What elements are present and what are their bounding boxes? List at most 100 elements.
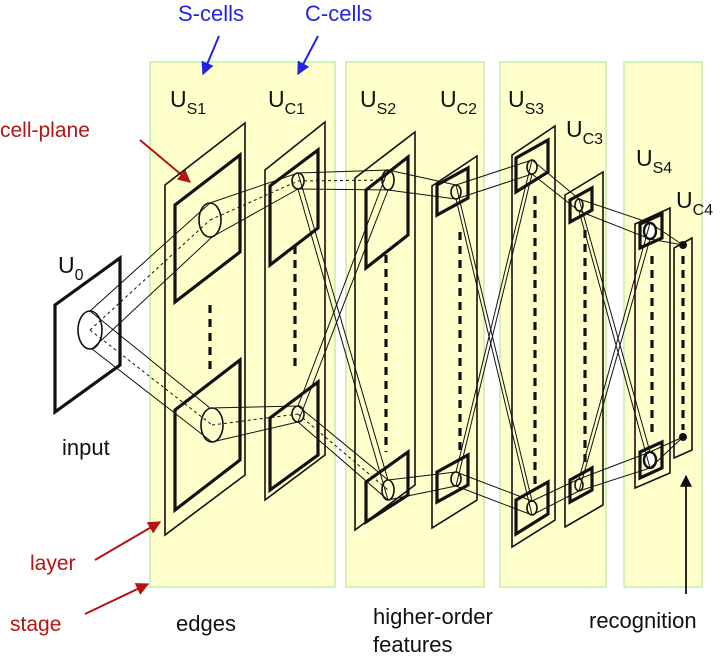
- label-uc2: UC2: [440, 86, 477, 118]
- stage-4-box: [623, 61, 703, 588]
- input-caption: input: [62, 435, 110, 460]
- connection-line: [531, 478, 580, 502]
- connection-line: [455, 471, 533, 502]
- connection-center-line: [297, 413, 389, 491]
- label-uc1: UC1: [268, 86, 305, 118]
- connection-line: [209, 172, 299, 204]
- layer-arrow: [94, 521, 162, 561]
- connections-uc2-us3: [455, 159, 533, 516]
- label-uc4: UC4: [676, 187, 713, 219]
- cell-plane-top: [173, 151, 242, 306]
- cell-plane-top: [568, 185, 594, 225]
- connections-us1-uc1: [209, 172, 299, 443]
- connection-line: [455, 198, 533, 516]
- cell-plane-top: [364, 153, 410, 272]
- cell-plane-top: [638, 211, 664, 251]
- connection-line: [578, 210, 651, 469]
- c-cells-annotation: C-cells: [305, 1, 372, 26]
- connection-line: [455, 159, 533, 473]
- label-uc3: UC3: [566, 116, 603, 148]
- connections-us2-uc2: [387, 169, 457, 501]
- connections-uc1-us2: [297, 169, 389, 501]
- layer-us1: [164, 121, 246, 537]
- label-uc4-main: U: [676, 187, 693, 213]
- connection-line: [649, 222, 684, 246]
- label-us3: US3: [508, 86, 544, 118]
- cell-plane-arrow: [139, 139, 191, 183]
- label-us3-main: U: [508, 86, 525, 112]
- connections-us4-uc4: [649, 222, 684, 469]
- layer-outline: [164, 121, 246, 537]
- label-us2: US2: [360, 86, 396, 118]
- label-u0: U0: [58, 252, 84, 284]
- connections-uc3-us4: [578, 198, 651, 492]
- label-uc3-sub: C3: [583, 131, 604, 148]
- connection-line: [89, 202, 211, 312]
- label-us2-main: U: [360, 86, 377, 112]
- connection-line: [531, 159, 580, 200]
- label-uc3-main: U: [566, 116, 583, 142]
- label-us3-sub: S3: [525, 101, 545, 118]
- connection-line: [649, 436, 684, 453]
- connection-line: [649, 238, 684, 246]
- layer-outline: [354, 130, 416, 532]
- label-uc1-main: U: [268, 86, 285, 112]
- connection-line: [297, 188, 389, 501]
- s-cells-annotation: S-cells: [178, 1, 244, 26]
- connection-line: [578, 238, 651, 492]
- label-us1-sub: S1: [187, 101, 207, 118]
- cell-plane-bottom: [514, 479, 550, 537]
- connection-line: [578, 210, 651, 240]
- connection-line: [578, 467, 651, 492]
- cell-plane-top: [514, 137, 550, 195]
- connection-line: [387, 485, 457, 501]
- edges-caption: edges: [176, 611, 236, 636]
- connection-line: [297, 169, 389, 174]
- connection-line: [297, 405, 389, 481]
- connection-line: [211, 421, 299, 443]
- input-plane: [53, 254, 122, 416]
- cell-plane-top: [268, 146, 320, 269]
- connection-line: [578, 451, 651, 480]
- connection-line: [387, 189, 457, 200]
- label-uc1-sub: C1: [285, 101, 306, 118]
- connection-center-line: [211, 413, 299, 426]
- connection-line: [89, 310, 211, 409]
- layer-annotation: layer: [30, 552, 76, 575]
- connection-line: [578, 222, 651, 480]
- connection-line: [649, 436, 684, 469]
- stage-1-box: [149, 61, 336, 588]
- connection-line: [455, 485, 533, 516]
- label-us4-main: U: [636, 145, 653, 171]
- label-us2-sub: S2: [377, 101, 397, 118]
- label-us1: US1: [170, 86, 206, 118]
- connection-center-line: [89, 329, 213, 426]
- connection-line: [209, 405, 299, 409]
- label-uc2-main: U: [440, 86, 457, 112]
- connection-line: [455, 173, 533, 200]
- connection-line: [91, 348, 213, 443]
- layer-outline: [673, 236, 693, 460]
- connection-line: [91, 236, 213, 350]
- connection-line: [297, 169, 389, 407]
- connection-line: [297, 188, 389, 191]
- connection-line: [455, 173, 533, 487]
- connection-line: [387, 471, 457, 481]
- label-uc2-sub: C2: [457, 101, 478, 118]
- label-us1-main: U: [170, 86, 187, 112]
- stages: [149, 61, 703, 588]
- cell-plane-bottom: [435, 452, 470, 505]
- layer-outline: [264, 120, 326, 502]
- cell-plane-bottom: [173, 356, 242, 514]
- connection-line: [297, 189, 389, 423]
- cell-plane-annotation: cell-plane: [0, 119, 90, 142]
- label-uc4-sub: C4: [693, 202, 714, 219]
- connection-line: [531, 173, 580, 212]
- connection-line: [387, 169, 457, 186]
- higher-order-caption-line2: features: [373, 632, 453, 657]
- connection-line: [211, 188, 299, 238]
- layer-outline: [431, 154, 478, 530]
- connection-line: [578, 198, 651, 224]
- stage-annotation: stage: [10, 613, 61, 636]
